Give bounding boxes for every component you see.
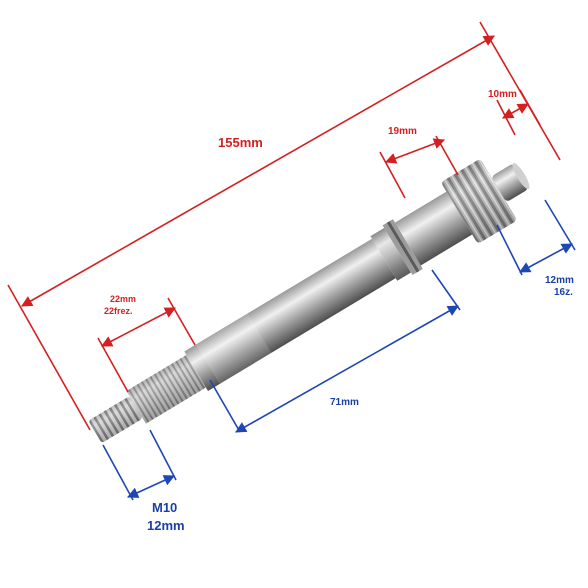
shaft-body-label: 71mm: [330, 397, 359, 408]
thread-dimension: M10 12mm: [102, 429, 185, 533]
shaft-body-dimension: 71mm: [209, 269, 461, 433]
gear-shaft: [89, 160, 530, 443]
overall-length-label: 155mm: [218, 135, 263, 150]
gear-width-dimension: 10mm: [488, 89, 541, 136]
spline-length-sublabel: 22frez.: [104, 306, 133, 316]
gear-teeth-count-label: 16z.: [554, 287, 573, 298]
bearing-section-dimension: 19mm: [379, 126, 459, 199]
bearing-section-label: 19mm: [388, 126, 417, 137]
spline-length-label: 22mm: [110, 294, 136, 304]
thread-size-label: M10: [152, 500, 177, 515]
collar: [184, 344, 220, 391]
gear-diameter-dimension: 12mm 16z.: [496, 199, 576, 298]
gear-width-label: 10mm: [488, 89, 517, 100]
gear-diameter-label: 12mm: [545, 275, 574, 286]
spline-length-dimension: 22mm 22frez.: [97, 294, 196, 393]
thread-length-label: 12mm: [147, 518, 185, 533]
overall-length-dimension: 155mm: [7, 21, 561, 431]
